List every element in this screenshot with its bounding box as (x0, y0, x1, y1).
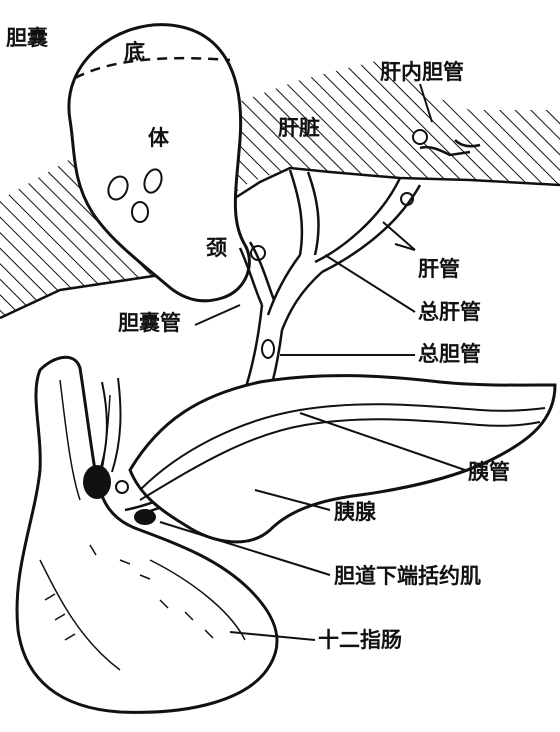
label-neck: 颈 (206, 238, 227, 259)
label-hepatic-duct: 肝管 (418, 259, 460, 280)
label-liver: 肝脏 (278, 118, 320, 139)
label-cystic-duct: 胆囊管 (118, 313, 181, 334)
label-fundus: 底 (124, 42, 145, 63)
label-body: 体 (148, 128, 169, 149)
label-pancreatic-duct: 胰管 (468, 462, 510, 483)
label-duodenum: 十二指肠 (318, 630, 402, 651)
label-pancreas: 胰腺 (334, 502, 376, 523)
sphincter-node (134, 509, 156, 525)
duodenum-upper-limb (100, 378, 120, 472)
label-sphincter: 胆道下端括约肌 (334, 566, 481, 587)
label-common-bile-duct: 总胆管 (418, 344, 481, 365)
label-common-hepatic-duct: 总肝管 (418, 302, 481, 323)
label-gallbladder: 胆囊 (6, 28, 48, 49)
label-intrahepatic-duct: 肝内胆管 (380, 62, 464, 83)
papilla (83, 465, 111, 499)
